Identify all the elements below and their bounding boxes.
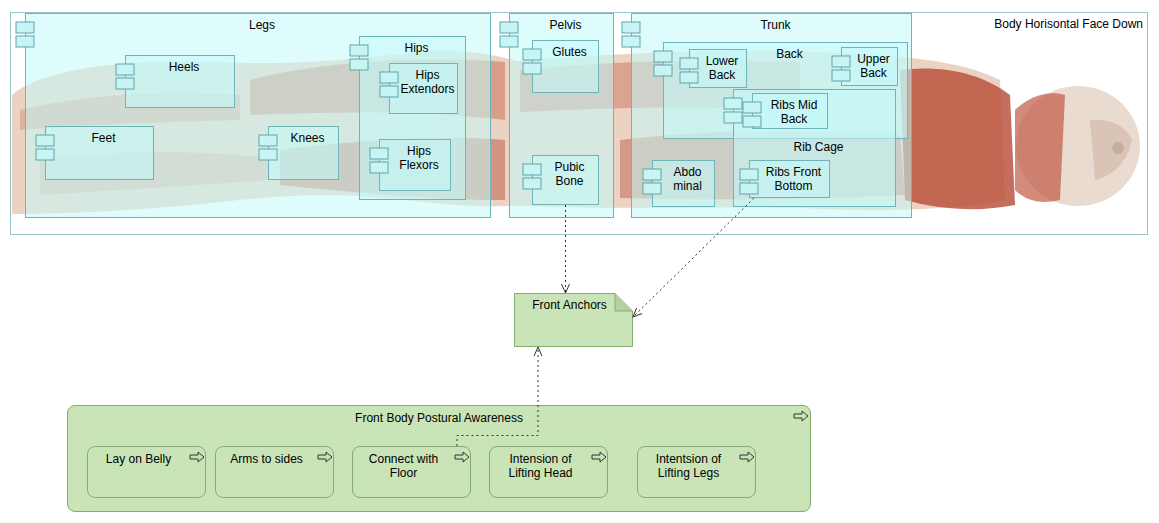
node-label: Hips Flexors xyxy=(380,140,450,172)
node-label: Glutes xyxy=(533,41,598,59)
node-label: Lower Back xyxy=(690,50,746,82)
component-box: Hips Flexors xyxy=(379,139,451,191)
process-group: Front Body Postural AwarenessLay on Bell… xyxy=(67,405,811,512)
node-label: Intentsion of Lifting Legs xyxy=(638,447,755,480)
component-box: Heels xyxy=(125,55,235,108)
node-label: Heels xyxy=(126,56,234,74)
node-label: Feet xyxy=(46,127,153,145)
process-arrow-icons xyxy=(190,411,808,462)
note-box: Front Anchors xyxy=(514,293,633,347)
node-label: Hips xyxy=(360,37,465,55)
node-label: Front Body Postural Awareness xyxy=(68,406,810,425)
node-label: Front Anchors xyxy=(514,293,633,312)
component-box: Knees xyxy=(268,126,339,180)
node-label: Knees xyxy=(269,127,338,145)
component-box: Lower Back xyxy=(689,49,747,88)
process-box: Lay on Belly xyxy=(87,446,206,498)
component-box: Upper Back xyxy=(841,47,898,86)
component-box: PelvisGlutesPubic Bone xyxy=(509,13,614,218)
component-box: Glutes xyxy=(532,40,599,93)
node-label: Ribs Mid Back xyxy=(753,94,827,126)
note-fold xyxy=(615,294,633,312)
component-box: Abdo minal xyxy=(652,160,715,207)
node-label: Abdo minal xyxy=(656,161,712,193)
node-label: Arms to sides xyxy=(216,447,333,466)
component-box: TrunkBackLower BackUpper BackRib CageRib… xyxy=(631,13,912,218)
component-box: Ribs Mid Back xyxy=(752,93,828,129)
node-label: Ribs Front Bottom xyxy=(750,161,829,193)
node-label: Upper Back xyxy=(842,48,897,80)
component-box: Pubic Bone xyxy=(532,155,599,205)
dotted-connector xyxy=(633,198,754,317)
component-box: Hips Extendors xyxy=(389,63,458,114)
component-box: Rib CageRibs Mid BackRibs Front Bottom xyxy=(733,89,896,207)
dotted-connector xyxy=(565,205,566,293)
node-label: Pubic Bone xyxy=(533,156,598,188)
node-label: Hips Extendors xyxy=(390,64,457,96)
component-icons xyxy=(16,22,850,194)
process-box: Intension of Lifting Head xyxy=(489,446,608,498)
node-label: Trunk xyxy=(632,14,911,32)
note-shape xyxy=(515,294,633,347)
node-label: Connect with Floor xyxy=(353,447,470,480)
node-label: Lay on Belly xyxy=(88,447,205,466)
dotted-connector xyxy=(457,347,538,446)
component-box: HipsHips ExtendorsHips Flexors xyxy=(359,36,466,200)
node-label: Pelvis xyxy=(510,14,613,32)
component-box: Feet xyxy=(45,126,154,180)
component-box: LegsHeelsFeetKneesHipsHips ExtendorsHips… xyxy=(25,13,491,218)
process-box: Intentsion of Lifting Legs xyxy=(637,446,756,498)
node-label: Intension of Lifting Head xyxy=(490,447,607,480)
component-box: Ribs Front Bottom xyxy=(749,160,830,198)
region-frame: Body Horisontal Face DownLegsHeelsFeetKn… xyxy=(10,12,1148,235)
node-label: Legs xyxy=(26,14,490,32)
process-box: Connect with Floor xyxy=(352,446,471,498)
process-box: Arms to sides xyxy=(215,446,334,498)
